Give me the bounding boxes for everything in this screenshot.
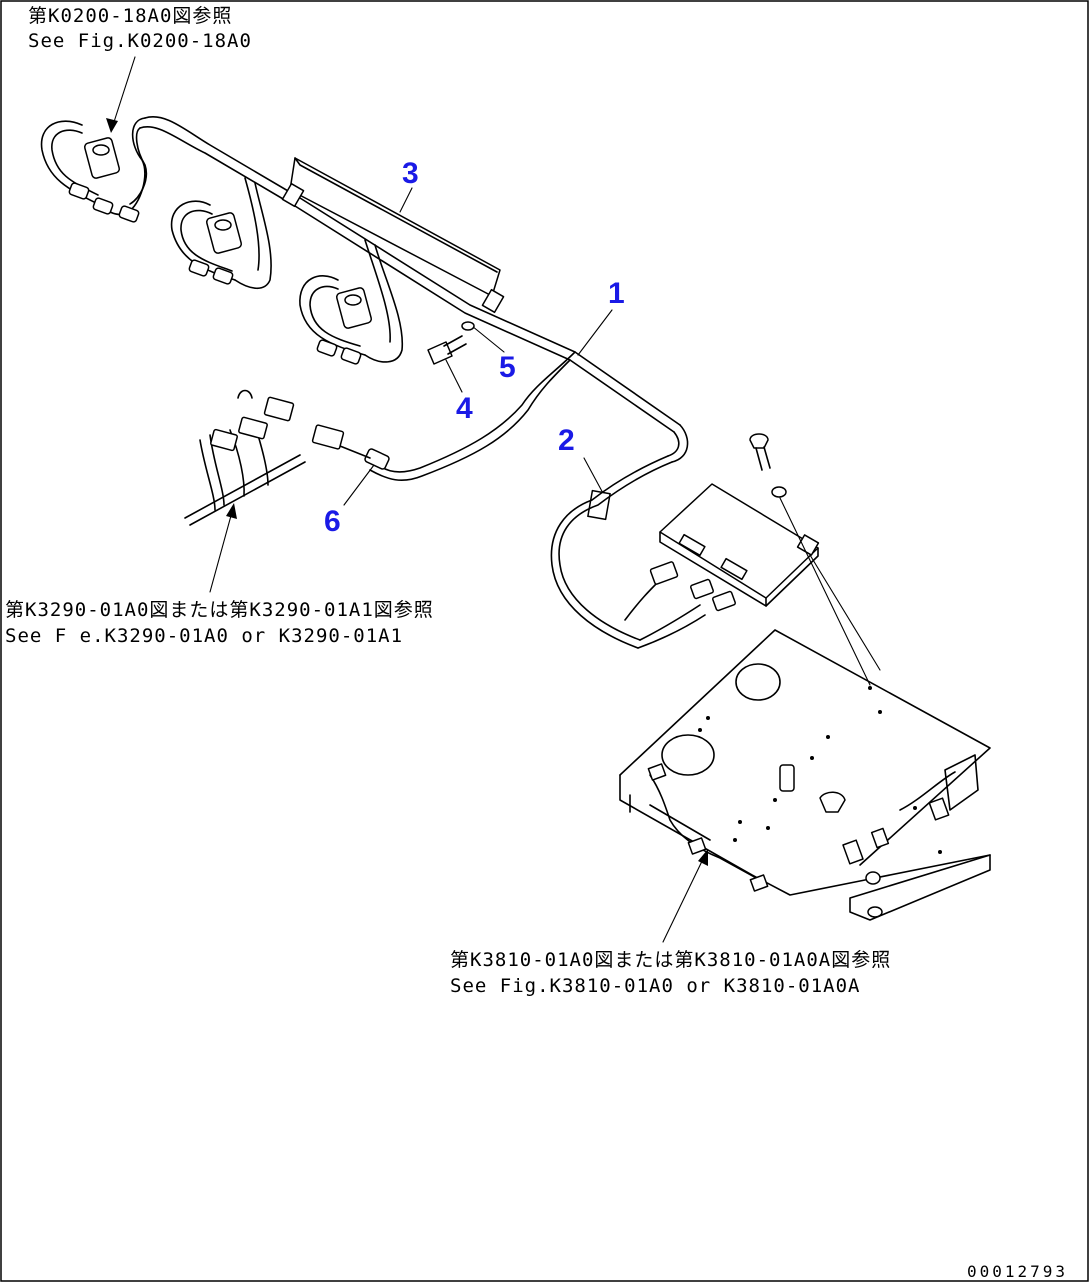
leader-6 [343,464,375,506]
leader-1 [577,309,613,356]
callout-5: 5 [499,351,516,384]
bolt-part-4 [427,335,467,365]
leader-2 [583,457,605,496]
leader-4 [445,359,463,393]
ref-top-en: See Fig.K0200-18A0 [28,30,252,52]
left-connector-assembly [184,389,306,526]
leader-5 [471,325,505,353]
leader-3 [399,187,413,213]
callout-1: 1 [608,277,625,310]
lower-harness [550,455,736,649]
ref-left-jp: 第K3290-01A0図または第K3290-01A1図参照 [5,599,434,621]
callout-3: 3 [402,157,419,190]
ref-left-arrow [209,503,237,593]
ref-left-en: See F e.K3290-01A0 or K3290-01A1 [5,625,403,647]
document-number: 00012793 [967,1262,1068,1281]
ref-bottom-jp: 第K3810-01A0図または第K3810-01A0A図参照 [450,949,891,971]
washer-part-5 [461,321,475,331]
ref-bottom-en: See Fig.K3810-01A0 or K3810-01A0A [450,975,861,997]
floor-plate [619,629,991,921]
callout-4: 4 [456,392,473,425]
controller-bolt [749,433,881,686]
controller-box [659,483,820,607]
wiring-harness [40,116,689,521]
callout-6: 6 [324,505,341,538]
ref-bottom-arrow [662,849,708,943]
branch-harness [311,351,576,482]
ref-top-jp: 第K0200-18A0図参照 [28,5,232,27]
callout-2: 2 [558,424,575,457]
ref-top-arrow [106,56,136,133]
